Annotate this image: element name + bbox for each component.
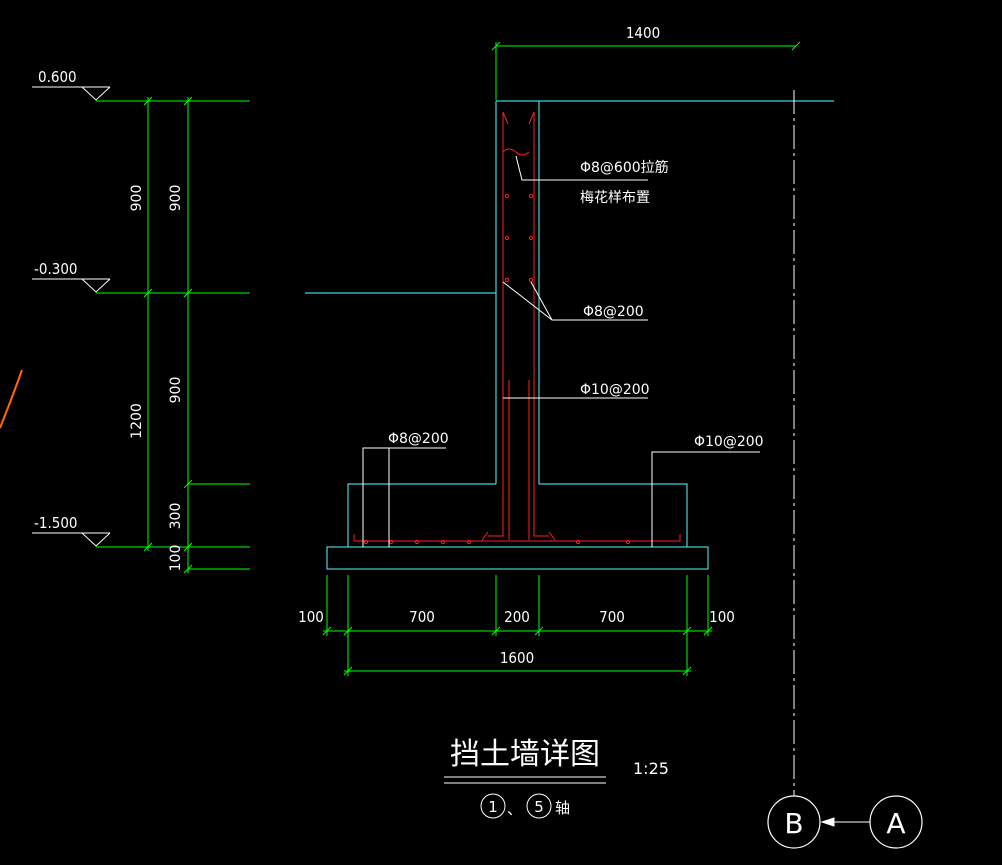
rebar — [353, 111, 681, 542]
dim-inner-base: 100 — [168, 545, 184, 572]
subtitle-axis-start: 1 — [488, 798, 498, 816]
dim-top-width: 1400 — [626, 24, 660, 42]
subtitle-suffix: 轴 — [555, 799, 570, 817]
note-wall-horizontal: Φ8@200 — [583, 304, 644, 320]
dim-inner-upper: 900 — [168, 185, 184, 212]
title-underline — [444, 776, 606, 784]
note-footing-right: Φ10@200 — [694, 434, 764, 450]
rebar-dots — [363, 193, 631, 545]
subtitle: 1 、 5 轴 — [480, 793, 570, 819]
dim-bottom-overall: 1600 — [500, 649, 534, 667]
top-dimension — [491, 41, 801, 100]
dim-bottom-seg2: 700 — [409, 608, 435, 626]
dim-bottom-seg5: 100 — [709, 608, 735, 626]
axis-label-b: B — [784, 807, 803, 840]
drawing-scale: 1:25 — [633, 759, 669, 778]
dim-outer-upper: 900 — [129, 185, 145, 212]
wall-outline — [305, 100, 834, 570]
axis-label-a: A — [886, 807, 905, 840]
left-vertical-dimensions — [96, 96, 250, 574]
elevation-label-bottom: -1.500 — [34, 514, 78, 532]
elevation-markers — [32, 86, 111, 547]
axis-arrow — [820, 817, 870, 827]
leader-lines — [362, 155, 760, 547]
elevation-label-top: 0.600 — [38, 68, 77, 86]
note-footing-left: Φ8@200 — [388, 431, 449, 447]
subtitle-separator: 、 — [507, 800, 522, 818]
dim-bottom-seg4: 700 — [599, 608, 625, 626]
subtitle-axis-end-circle — [526, 793, 552, 819]
subtitle-axis-end: 5 — [534, 798, 544, 816]
dim-inner-lower: 300 — [168, 503, 184, 530]
dim-outer-lower: 1200 — [129, 403, 145, 439]
subtitle-axis-start-circle — [480, 793, 506, 819]
note-tie-layout: 梅花样布置 — [580, 190, 650, 206]
dim-bottom-seg1: 100 — [298, 608, 324, 626]
axis-bubble-b — [767, 795, 821, 849]
drawing-title: 挡土墙详图 — [450, 737, 600, 772]
note-wall-vertical: Φ10@200 — [580, 382, 650, 398]
bottom-dimensions — [322, 575, 713, 676]
curve-fragment — [0, 369, 23, 429]
elevation-label-middle: -0.300 — [34, 260, 78, 278]
dim-bottom-seg3: 200 — [504, 608, 530, 626]
note-tie: Φ8@600拉筋 — [580, 159, 669, 176]
dim-inner-middle: 900 — [168, 377, 184, 404]
